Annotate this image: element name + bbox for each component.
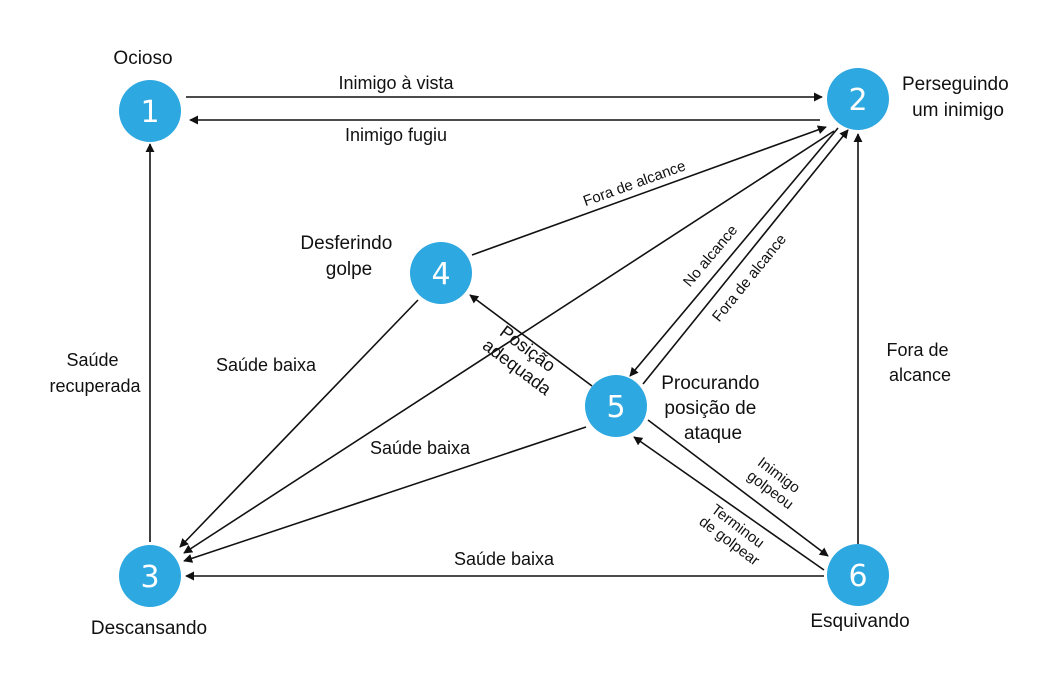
edge-5-to-4 [469,294,593,387]
state-number-1: 1 [140,95,159,130]
edge-label-1-to-2: Inimigo à vista [338,73,454,93]
edge-label-2-to-1: Inimigo fugiu [345,125,447,145]
state-node-1: 1 [119,80,181,142]
state-number-2: 2 [848,83,867,118]
state-label-5: Procurando posição de ataque [661,373,765,444]
edge-label-4-to-3: Saúde baixa [216,355,317,375]
edge-label-5-to-4: Posição adequada [479,318,568,400]
edge-4-to-3 [179,299,419,548]
state-label-6: Esquivando [810,611,909,632]
edge-label-2-to-3: Saúde baixa [370,438,471,458]
state-label-4: Desferindo golpe [300,233,397,280]
state-number-4: 4 [431,257,450,292]
edge-label-6-to-2: Fora de alcance [886,340,953,385]
edge-5-to-3 [183,426,587,563]
edge-5-to-2 [642,129,849,385]
edge-2-to-3 [183,130,835,554]
edge-label-4-to-2: Fora de alcance [581,157,688,210]
state-label-3: Descansando [91,618,207,639]
edge-label-6-to-3: Saúde baixa [454,549,555,569]
edge-2-to-5 [629,127,839,377]
edge-label-6-to-5: Terminou de golpear [696,499,773,569]
state-label-1: Ocioso [113,48,172,69]
state-node-5: 5 [585,375,647,437]
state-node-3: 3 [119,545,181,607]
edge-label-5-to-6: Inimigo golpeou [744,454,807,513]
edge-6-to-5 [633,436,825,571]
state-number-6: 6 [848,559,867,594]
state-label-2: Perseguindo um inimigo [902,74,1014,121]
state-number-5: 5 [606,390,625,425]
state-node-4: 4 [410,242,472,304]
state-number-3: 3 [140,560,159,595]
state-node-2: 2 [827,68,889,130]
edge-5-to-6 [647,419,829,557]
state-node-6: 6 [827,544,889,606]
edge-4-to-2 [471,125,827,256]
edge-label-3-to-1: Saúde recuperada [49,350,141,396]
